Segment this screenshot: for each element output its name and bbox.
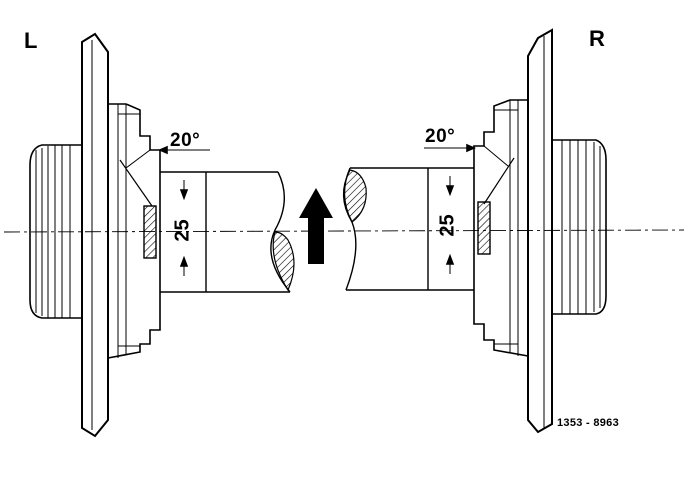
direction-arrow-icon (299, 188, 333, 264)
right-angle-label: 20° (425, 126, 456, 147)
left-dimension-label: 25 (171, 219, 194, 242)
right-disc (527, 28, 553, 434)
right-side-label: R (589, 26, 605, 51)
left-side-label: L (24, 28, 38, 53)
left-hub-assembly (29, 32, 295, 438)
figure-reference-code: 1353 - 8963 (557, 417, 620, 429)
left-angle-label: 20° (170, 130, 201, 151)
right-drum (552, 139, 607, 315)
left-disc (81, 32, 109, 438)
right-hub-assembly (342, 28, 607, 434)
left-shaft-break (270, 171, 291, 293)
axis-centerline (3, 229, 685, 233)
right-seal-section (477, 201, 491, 255)
right-hub-body (473, 99, 529, 357)
right-dimension-label: 25 (436, 214, 459, 237)
left-drum (29, 144, 82, 319)
